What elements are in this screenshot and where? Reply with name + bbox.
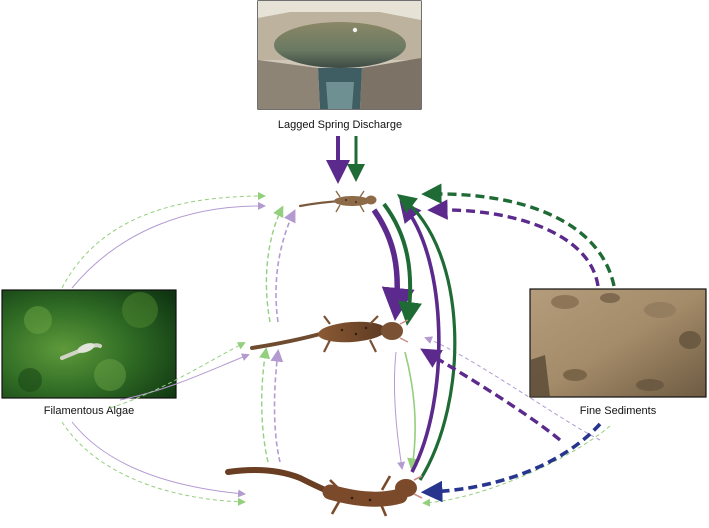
arrow-algae-to-small-solid [72, 206, 264, 288]
arrow-algae-to-large-dashed [62, 422, 244, 502]
arrow-medium-to-small-purple [276, 212, 294, 322]
arrow-large-to-medium-purple [275, 352, 281, 462]
spring-label: Lagged Spring Discharge [278, 119, 402, 131]
arrow-large-to-small-purple [404, 206, 439, 472]
arrow-sediment-to-large-blue [428, 424, 600, 492]
algae-photo [2, 290, 176, 398]
sediment-label: Fine Sediments [580, 405, 657, 417]
arrow-medium-to-large-green [405, 352, 415, 468]
arrow-medium-to-small-green [266, 208, 282, 322]
spring-photo [258, 1, 421, 109]
arrow-sediment-to-small-purple [434, 210, 598, 286]
small-salamander [300, 191, 377, 212]
arrow-sediment-to-small-green [428, 194, 614, 286]
arrow-small-to-medium-purple [374, 210, 397, 310]
medium-salamander [252, 316, 408, 352]
arrow-algae-to-large-solid [72, 422, 244, 494]
algae-label: Filamentous Algae [44, 405, 135, 417]
arrow-sediment-to-large-light [424, 426, 610, 503]
arrow-algae-to-small-dashed [62, 196, 264, 288]
arrow-medium-to-large-purple [394, 352, 402, 468]
arrow-large-to-medium-green [262, 350, 268, 462]
sediment-photo [530, 289, 706, 397]
large-salamander [228, 470, 422, 516]
